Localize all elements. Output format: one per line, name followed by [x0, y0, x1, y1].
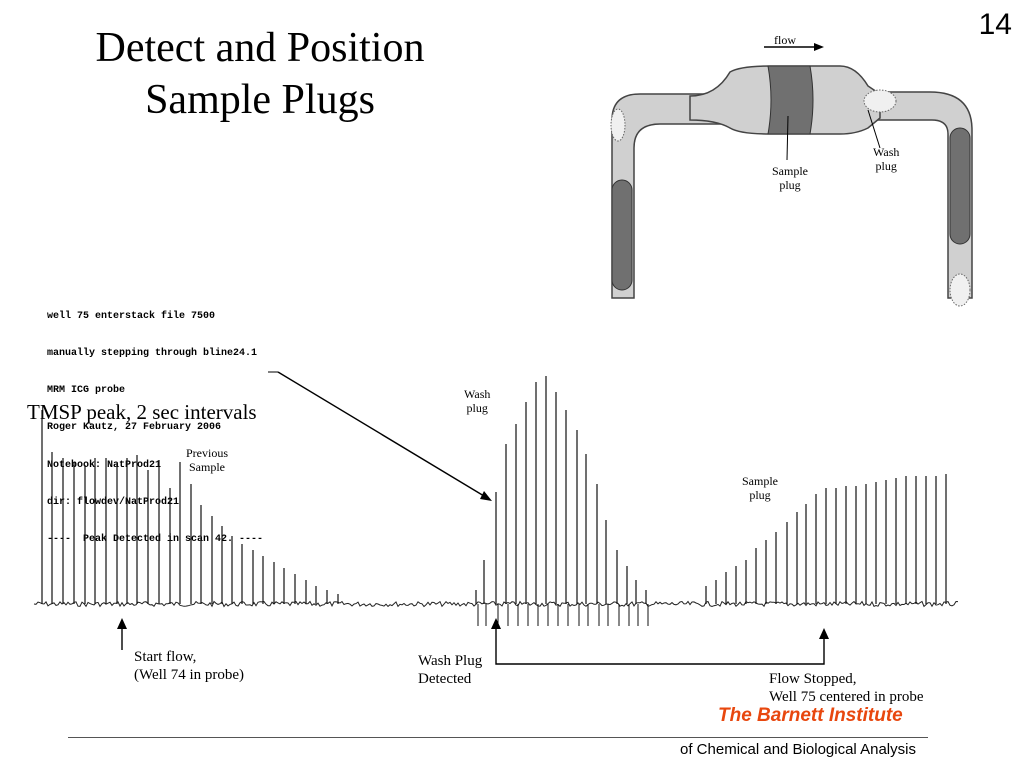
diagram-wash-plug-line-2: plug — [875, 159, 897, 173]
detection-arrow-head — [480, 491, 492, 501]
wash-plug-detected-label: Wash Plug Detected — [418, 652, 482, 688]
diagram-wash-plug-label: Wash plug — [873, 145, 899, 173]
notes-line: Roger Kautz, 27 February 2006 — [47, 422, 222, 434]
wash-plug-trace-line-2: plug — [466, 401, 488, 415]
notes-line: MRM ICG probe — [47, 385, 126, 397]
flow-stopped-arrow-head — [819, 628, 829, 639]
previous-sample-line-1: Previous — [186, 446, 228, 460]
flow-arrow-head — [814, 43, 824, 51]
diagram-sample-plug-label: Sample plug — [772, 164, 808, 192]
right-sample-plug — [949, 127, 971, 245]
notes-line: dir: flowdev/NatProd21 — [47, 496, 180, 508]
detection-arrow-line — [277, 371, 485, 497]
trace-baseline — [33, 600, 959, 608]
title-line-2: Sample Plugs — [145, 77, 375, 123]
institute-subtitle: of Chemical and Biological Analysis — [680, 741, 916, 758]
wash-plug-trace-line-1: Wash — [464, 387, 491, 401]
start-flow-line-2: (Well 74 in probe) — [134, 667, 245, 683]
flow-stopped-line-2: Well 75 centered in probe — [769, 689, 924, 705]
notes-line: well 75 enterstack file 7500 — [47, 310, 216, 322]
left-sample-plug — [611, 179, 633, 291]
footer-divider — [68, 737, 928, 738]
flow-stopped-line-1: Flow Stopped, — [769, 671, 857, 687]
institute-name: The Barnett Institute — [718, 705, 903, 726]
slide-title: Detect and Position Sample Plugs — [40, 22, 480, 126]
left-wash-segment — [610, 108, 626, 142]
wash-plug-leader — [867, 109, 881, 149]
diagram-sample-plug-line-1: Sample — [772, 164, 808, 178]
sample-plug-leader — [786, 115, 789, 161]
flow-duration-bracket — [495, 626, 825, 665]
sample-plug-trace-line-1: Sample — [742, 474, 778, 488]
start-flow-arrow-head — [117, 618, 127, 629]
wash-plug-trace-label: Wash plug — [464, 387, 490, 415]
wash-plug — [863, 89, 897, 113]
wash-detected-arrow-head — [491, 618, 501, 629]
slide-number: 14 — [978, 8, 1012, 41]
tmsp-label: TMSP peak, 2 sec intervals — [27, 400, 257, 424]
flow-stopped-label: Flow Stopped, Well 75 centered in probe — [769, 670, 924, 706]
wash-plug-detected-line-1: Wash Plug — [418, 653, 483, 669]
notes-line: manually stepping through bline24.1 — [47, 348, 258, 360]
start-flow-line-1: Start flow, — [134, 649, 197, 665]
wash-plug-detected-line-2: Detected — [418, 671, 472, 687]
right-wash-segment — [949, 273, 971, 307]
flow-label: flow — [774, 33, 796, 47]
sample-plug-trace-line-2: plug — [749, 488, 771, 502]
sample-plug — [767, 65, 814, 135]
previous-sample-line-2: Sample — [189, 460, 225, 474]
trace-group — [33, 376, 959, 626]
sample-plug-trace-label: Sample plug — [742, 474, 778, 502]
diagram-wash-plug-line-1: Wash — [873, 145, 900, 159]
title-line-1: Detect and Position — [95, 25, 425, 71]
previous-sample-label: Previous Sample — [186, 446, 228, 474]
diagram-sample-plug-line-2: plug — [779, 178, 801, 192]
start-flow-label: Start flow, (Well 74 in probe) — [134, 648, 244, 684]
